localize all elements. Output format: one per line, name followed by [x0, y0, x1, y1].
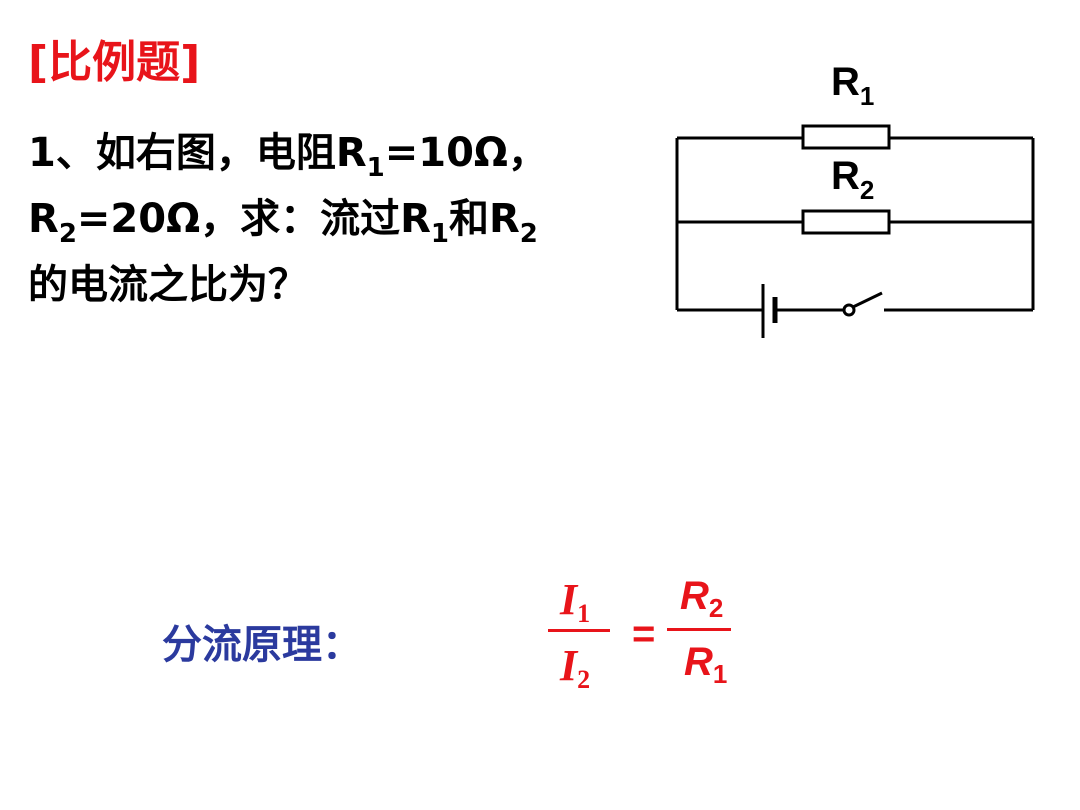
- subscript: 1: [430, 219, 449, 249]
- label-r1: R1: [831, 60, 874, 109]
- formula-symbol: R: [684, 640, 713, 684]
- problem-text: 和R: [448, 196, 520, 242]
- formula-symbol: R: [680, 574, 709, 618]
- subscript: 1: [859, 81, 875, 111]
- resistor-r1: [801, 124, 891, 150]
- formula-symbol: I: [560, 641, 578, 690]
- equals-sign: =: [632, 612, 656, 656]
- subscript: 2: [708, 593, 724, 623]
- problem-text: R: [28, 196, 59, 242]
- problem-statement: 1、如右图，电阻R1=10Ω， R2=20Ω，求：流过R1和R2 的电流之比为？: [28, 120, 648, 318]
- subscript: 2: [577, 665, 591, 694]
- subscript: 1: [712, 659, 728, 689]
- switch-pivot: [842, 303, 856, 317]
- label-r2: R2: [831, 154, 874, 203]
- fraction-right-denominator: R1: [684, 640, 727, 687]
- problem-line-1: 1、如右图，电阻R1=10Ω，: [28, 120, 648, 186]
- subscript: 1: [366, 153, 385, 183]
- fraction-left-numerator: I1: [560, 574, 591, 628]
- resistor-r2: [801, 209, 891, 235]
- subscript: 2: [519, 219, 538, 249]
- fraction-left-denominator: I2: [560, 640, 591, 694]
- formula-symbol: I: [560, 575, 578, 624]
- label-text: R: [831, 154, 860, 198]
- subscript: 1: [577, 599, 591, 628]
- fraction-bar-right: [667, 628, 731, 631]
- label-text: R: [831, 60, 860, 104]
- fraction-bar-left: [548, 629, 610, 632]
- switch-blade: [852, 291, 883, 309]
- subscript: 2: [859, 175, 875, 205]
- subscript: 2: [58, 219, 77, 249]
- slide-heading: [比例题]: [28, 37, 201, 88]
- fraction-right-numerator: R2: [680, 574, 723, 621]
- problem-text: =20Ω，求：流过R: [76, 196, 431, 242]
- problem-line-2: R2=20Ω，求：流过R1和R2: [28, 186, 648, 252]
- problem-text: =10Ω，: [384, 130, 548, 176]
- problem-text: 1、如右图，电阻R: [28, 130, 367, 176]
- problem-line-3: 的电流之比为？: [28, 262, 308, 308]
- principle-label: 分流原理：: [162, 622, 362, 668]
